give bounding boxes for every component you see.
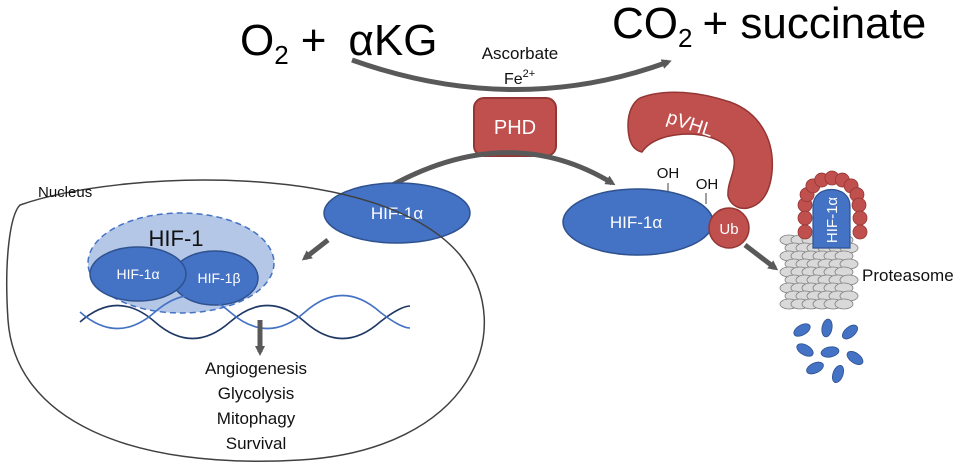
oh-label-2: OH	[696, 176, 719, 193]
pvhl-protein	[627, 91, 774, 210]
outcome-glycolysis: Glycolysis	[218, 384, 295, 403]
ubiquitin-bead	[851, 197, 867, 213]
degradation-arrow	[743, 243, 779, 271]
proteasome-subunit	[834, 298, 854, 310]
oh-label-1: OH	[657, 165, 680, 182]
hif1a-subunit	[89, 246, 187, 302]
hif1a-subunit-label: HIF-1α	[116, 266, 159, 282]
ubiquitin-chain	[797, 170, 868, 240]
fe-symbol: Fe	[504, 71, 523, 88]
o2-symbol: O	[240, 16, 274, 65]
outcome-angiogenesis: Angiogenesis	[205, 359, 307, 378]
hif1a-degrading-label: HIF-1α	[824, 197, 841, 244]
hif1b-label: HIF-1β	[197, 270, 240, 286]
ubiquitin-bead	[852, 210, 868, 226]
phd-enzyme	[473, 97, 557, 157]
ubiquitin	[708, 207, 750, 249]
nuclear-translocation-arrow	[301, 238, 330, 261]
nucleus-boundary	[6, 179, 485, 462]
peptide-fragment	[821, 318, 833, 338]
equation-left: O2 + αKG	[240, 16, 437, 70]
proteasome-stack	[779, 234, 859, 310]
dna-strand-1	[79, 304, 411, 340]
o2-subscript: 2	[274, 40, 288, 70]
akg-label: αKG	[348, 16, 437, 65]
succinate-label: + succinate	[702, 0, 926, 48]
ubiquitin-bead	[852, 224, 868, 240]
equation-right: CO2 + succinate	[612, 0, 926, 53]
proteasome-label: Proteasome	[862, 266, 954, 285]
nucleus-label: Nucleus	[38, 184, 92, 201]
ascorbate-label: Ascorbate	[482, 44, 559, 63]
phd-label: PHD	[494, 117, 536, 139]
reaction-arrow	[351, 57, 672, 92]
equation-plus-left: +	[301, 16, 327, 65]
peptide-fragment	[820, 346, 840, 358]
ubiquitin-label: Ub	[719, 221, 738, 238]
hif1-complex-label: HIF-1	[149, 226, 204, 251]
peptide-fragments	[793, 318, 864, 384]
hif1a-hydroxylated-label: HIF-1α	[610, 213, 663, 232]
hif1a-degrading	[812, 189, 851, 249]
fe-superscript: 2+	[523, 68, 536, 80]
peptide-fragment	[796, 343, 814, 357]
ubiquitin-bead	[797, 224, 813, 240]
outcome-mitophagy: Mitophagy	[217, 409, 296, 428]
peptide-fragment	[831, 364, 845, 384]
peptide-fragment	[846, 351, 864, 365]
co2-subscript: 2	[678, 23, 692, 53]
hydroxylation-arrow	[378, 150, 616, 195]
peptide-fragment	[841, 324, 859, 340]
peptide-fragment	[793, 323, 811, 337]
peptide-fragment	[806, 361, 824, 375]
fe-label: Fe2+	[504, 68, 535, 88]
co2-symbol: CO	[612, 0, 678, 48]
hif1a-free	[323, 182, 471, 244]
outcome-survival: Survival	[226, 434, 286, 453]
ubiquitin-bead	[797, 210, 813, 226]
